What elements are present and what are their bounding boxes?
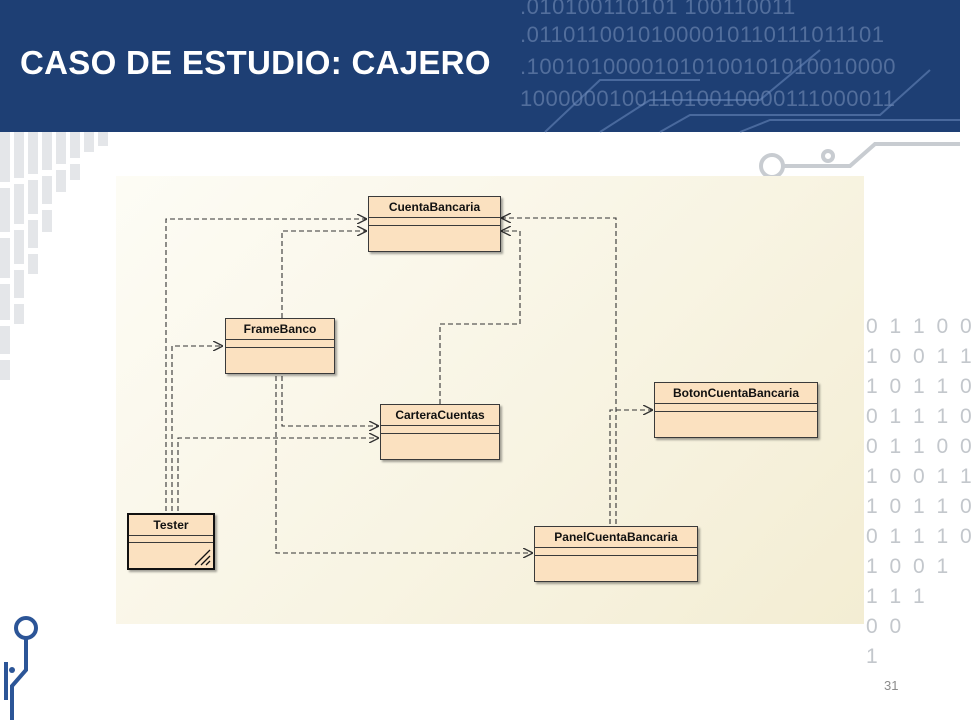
uml-class-diagram: CuentaBancaria FrameBanco CarteraCuentas…	[116, 176, 864, 624]
dependency-framebanco-carteracuentas	[281, 376, 378, 426]
dependency-panelcuentabancaria-botoncuentabancaria	[609, 410, 652, 524]
circuit-node-graphic	[4, 616, 38, 720]
dependency-panelcuentabancaria-cuentabancaria	[502, 218, 617, 524]
compartment-separator	[381, 433, 499, 434]
grid-decoration	[0, 132, 108, 380]
page-number: 31	[884, 678, 899, 693]
header-binary-line: .01101100101000010110111011101	[520, 22, 885, 47]
class-name: CarteraCuentas	[381, 405, 499, 426]
header-binary-line: .010100110101 100110011	[520, 0, 796, 19]
binary-decoration: 0 1 1 0 0 1 0 0 1 1 1 0 1 1 0 0 1 1 1 0 …	[866, 315, 975, 668]
header-binary-line: 100000010011010010000111000011	[520, 86, 896, 111]
slide-header: .010100110101 100110011 .011011001010000…	[0, 0, 960, 133]
dependency-arrows	[165, 176, 864, 624]
dependency-framebanco-cuentabancaria	[281, 231, 366, 318]
class-name: CuentaBancaria	[369, 197, 500, 218]
class-name: Tester	[129, 515, 213, 536]
note-fold-icon	[194, 549, 211, 566]
circuit-lines-graphic	[544, 49, 960, 133]
uml-class-cuentabancaria: CuentaBancaria	[368, 196, 501, 252]
circuit-node-graphic	[759, 142, 960, 179]
uml-class-botoncuentabancaria: BotonCuentaBancaria	[654, 382, 818, 438]
compartment-separator	[655, 411, 817, 412]
class-name: PanelCuentaBancaria	[535, 527, 697, 548]
dependency-tester-carteracuentas	[177, 438, 378, 511]
uml-class-tester: Tester	[127, 513, 215, 570]
class-name: FrameBanco	[226, 319, 334, 340]
uml-class-panelcuentabancaria: PanelCuentaBancaria	[534, 526, 698, 582]
compartment-separator	[129, 542, 213, 543]
compartment-separator	[226, 347, 334, 348]
compartment-separator	[535, 555, 697, 556]
dependency-framebanco-panelcuentabancaria	[275, 376, 532, 553]
dependency-tester-cuentabancaria	[165, 219, 366, 511]
uml-class-carteracuentas: CarteraCuentas	[380, 404, 500, 460]
compartment-separator	[369, 225, 500, 226]
uml-class-framebanco: FrameBanco	[225, 318, 335, 374]
header-binary-line: .10010100001010100101010010000	[520, 54, 896, 79]
dependency-tester-framebanco	[171, 346, 222, 511]
class-name: BotonCuentaBancaria	[655, 383, 817, 404]
slide-title: CASO DE ESTUDIO: CAJERO	[20, 44, 491, 81]
dependency-carteracuentas-cuentabancaria	[439, 231, 521, 404]
